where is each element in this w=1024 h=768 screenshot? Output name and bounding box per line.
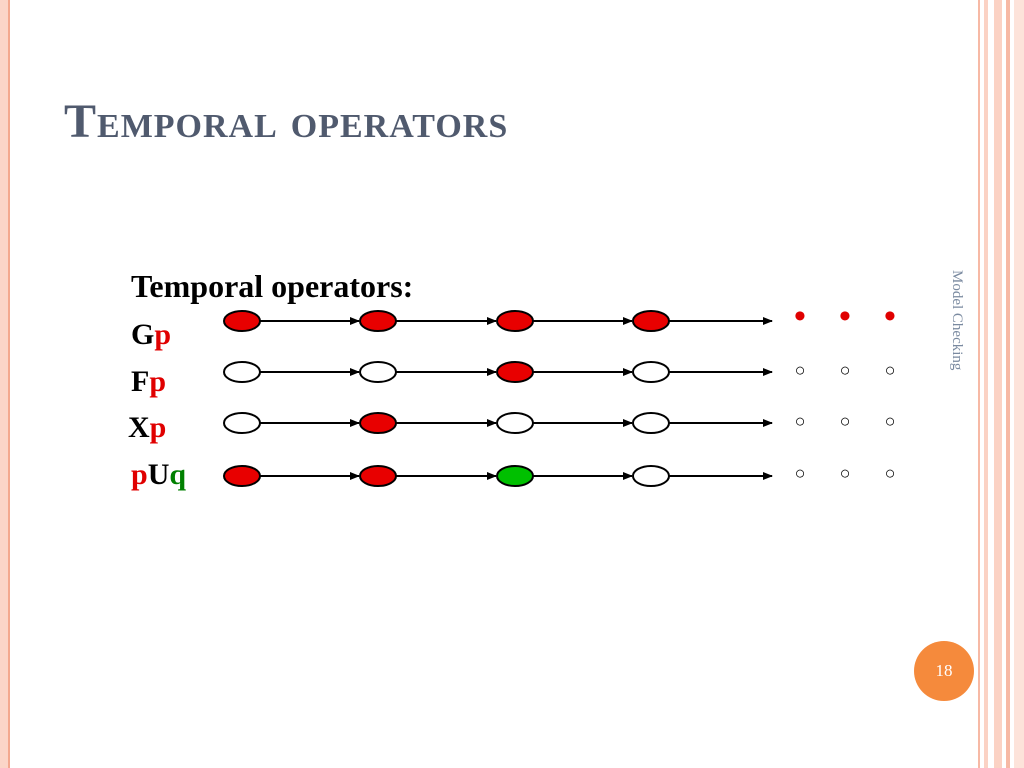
state-node-red [359, 412, 397, 434]
right-stripe [1006, 0, 1010, 768]
state-node-empty [223, 412, 261, 434]
left-border-line [8, 0, 10, 768]
state-node-empty [632, 412, 670, 434]
operator-label-u: pUq [131, 460, 186, 490]
ellipsis-dot: ○ [840, 360, 851, 380]
state-node-red [359, 465, 397, 487]
ellipsis-dot: ○ [795, 411, 806, 431]
content-heading: Temporal operators: [131, 268, 414, 304]
right-stripe [994, 0, 1002, 768]
state-node-empty [223, 361, 261, 383]
traces-layer [223, 310, 773, 487]
ellipsis-dot: • [839, 298, 851, 335]
right-stripe [978, 0, 980, 768]
state-node-empty [496, 412, 534, 434]
state-node-red [632, 310, 670, 332]
slide-title: Temporal operators [64, 95, 509, 148]
state-node-red [223, 465, 261, 487]
state-node-red [223, 310, 261, 332]
side-label: Model Checking [949, 270, 965, 371]
ellipsis-dot: • [884, 298, 896, 335]
ellipsis-dot: ○ [885, 360, 896, 380]
operator-prop: q [169, 458, 187, 491]
page-number-badge: 18 [914, 641, 974, 701]
state-node-red [496, 310, 534, 332]
operator-prop: p [149, 365, 167, 398]
state-node-green [496, 465, 534, 487]
ellipsis-dot: • [794, 298, 806, 335]
operator-symbol: U [147, 458, 170, 491]
state-node-empty [359, 361, 397, 383]
operator-label-x: Xp [128, 413, 166, 443]
operator-symbol: G [131, 318, 155, 351]
left-border [0, 0, 8, 768]
ellipsis-dot: ○ [885, 411, 896, 431]
right-stripe [984, 0, 988, 768]
state-node-empty [632, 361, 670, 383]
state-node-empty [632, 465, 670, 487]
state-node-red [359, 310, 397, 332]
ellipsis-dot: ○ [885, 463, 896, 483]
ellipsis-dot: ○ [840, 411, 851, 431]
operator-prop: p [131, 458, 148, 491]
state-node-red [496, 361, 534, 383]
operator-label-f: Fp [131, 367, 166, 397]
operator-symbol: X [128, 411, 150, 444]
operator-label-g: Gp [131, 320, 171, 350]
ellipsis-dot: ○ [795, 360, 806, 380]
operator-prop: p [154, 318, 172, 351]
ellipsis-dot: ○ [795, 463, 806, 483]
ellipsis-dot: ○ [840, 463, 851, 483]
right-stripe [1014, 0, 1024, 768]
operator-prop: p [149, 411, 167, 444]
operator-symbol: F [131, 365, 150, 398]
